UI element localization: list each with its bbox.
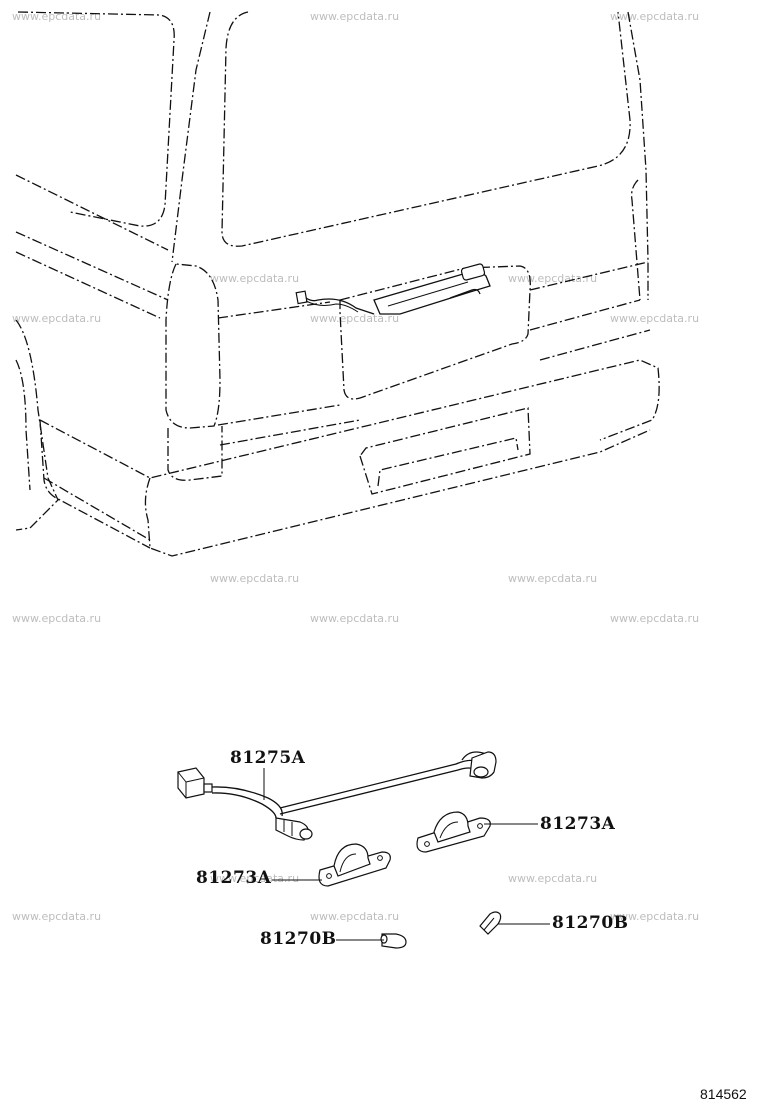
vehicle-rear-outline [15, 11, 660, 557]
license-lamp-right [416, 811, 491, 853]
watermark: www.epcdata.ru [310, 910, 400, 923]
watermark: www.epcdata.ru [508, 572, 598, 585]
watermark: www.epcdata.ru [12, 612, 102, 625]
watermark: www.epcdata.ru [210, 872, 300, 885]
callout-bulb-left: 81270B [260, 929, 337, 949]
watermark: www.epcdata.ru [310, 312, 400, 325]
watermark: www.epcdata.ru [508, 872, 598, 885]
bulb-right [479, 911, 502, 935]
watermark: www.epcdata.ru [310, 10, 400, 23]
watermark: www.epcdata.ru [610, 312, 700, 325]
license-lamp-left [318, 843, 391, 887]
watermark: www.epcdata.ru [310, 612, 400, 625]
callout-bulb-right: 81270B [552, 913, 629, 933]
callout-lamp-right: 81273A [540, 814, 616, 834]
watermark: www.epcdata.ru [12, 910, 102, 923]
watermark: www.epcdata.ru [12, 312, 102, 325]
watermark: www.epcdata.ru [210, 572, 300, 585]
bulb-left [380, 933, 407, 949]
installed-harness [295, 263, 491, 315]
callout-lamp-left: 81273A [196, 868, 272, 888]
callout-wire-harness: 81275A [230, 748, 306, 768]
wire-harness-81275a [177, 751, 497, 841]
watermark: www.epcdata.ru [610, 10, 700, 23]
watermark: www.epcdata.ru [210, 272, 300, 285]
leader-lines [263, 768, 550, 941]
figure-number: 814562 [700, 1086, 747, 1102]
watermark: www.epcdata.ru [610, 612, 700, 625]
watermark: www.epcdata.ru [610, 910, 700, 923]
